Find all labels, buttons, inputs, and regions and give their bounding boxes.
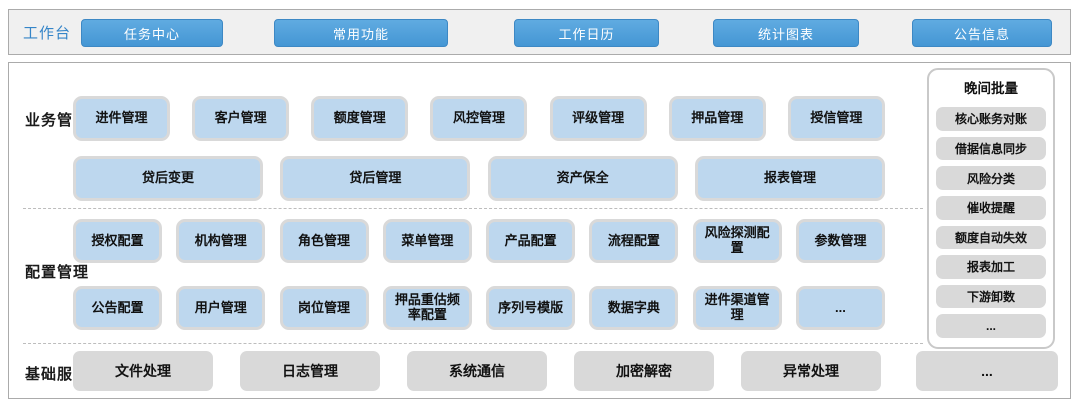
batch-job-more[interactable]: ... <box>936 314 1046 338</box>
module-button-config-more[interactable]: ... <box>795 286 885 330</box>
workbench-button-statistics-charts[interactable]: 统计图表 <box>713 19 859 47</box>
module-button-rating-mgmt[interactable]: 评级管理 <box>549 96 647 141</box>
service-button-log-mgmt[interactable]: 日志管理 <box>240 351 380 391</box>
module-button-intake-channel[interactable]: 进件渠道管理 <box>692 286 782 330</box>
module-button-workflow-config[interactable]: 流程配置 <box>589 219 679 263</box>
module-button-collateral-reval-freq[interactable]: 押品重估频率配置 <box>382 286 472 330</box>
module-button-credit-mgmt[interactable]: 授信管理 <box>787 96 885 141</box>
batch-job-core-reconciliation[interactable]: 核心账务对账 <box>936 107 1046 131</box>
batch-job-risk-classification[interactable]: 风险分类 <box>936 166 1046 190</box>
batch-job-collection-reminder[interactable]: 催收提醒 <box>936 195 1046 220</box>
batch-job-report-processing[interactable]: 报表加工 <box>936 255 1046 279</box>
business-row-2: 贷后变更 贷后管理 资产保全 报表管理 <box>73 156 885 201</box>
workbench-button-announcements[interactable]: 公告信息 <box>912 19 1052 47</box>
config-row-2: 公告配置 用户管理 岗位管理 押品重估频率配置 序列号模版 数据字典 进件渠道管… <box>73 286 885 330</box>
module-button-postloan-mgmt[interactable]: 贷后管理 <box>280 156 471 201</box>
workbench-button-work-calendar[interactable]: 工作日历 <box>514 19 659 47</box>
module-button-collateral-mgmt[interactable]: 押品管理 <box>668 96 766 141</box>
main-panel: 业务管理 配置管理 基础服务 进件管理 客户管理 额度管理 风控管理 评级管理 … <box>8 62 1071 399</box>
business-row-1: 进件管理 客户管理 额度管理 风控管理 评级管理 押品管理 授信管理 <box>73 96 885 141</box>
night-batch-title: 晚间批量 <box>964 81 1018 96</box>
section-divider-1 <box>23 208 923 209</box>
module-button-postloan-change[interactable]: 贷后变更 <box>73 156 263 201</box>
module-button-customer-mgmt[interactable]: 客户管理 <box>192 96 290 141</box>
batch-job-iou-sync[interactable]: 借据信息同步 <box>936 136 1046 161</box>
module-button-menu-mgmt[interactable]: 菜单管理 <box>382 219 472 263</box>
section-label-config: 配置管理 <box>25 263 90 281</box>
batch-job-quota-auto-expire[interactable]: 额度自动失效 <box>936 225 1046 250</box>
module-button-org-mgmt[interactable]: 机构管理 <box>176 219 266 263</box>
service-button-exception-handle[interactable]: 异常处理 <box>741 351 881 391</box>
module-button-post-mgmt[interactable]: 岗位管理 <box>279 286 369 330</box>
service-button-file-processing[interactable]: 文件处理 <box>73 351 213 391</box>
module-button-data-dictionary[interactable]: 数据字典 <box>589 286 679 330</box>
module-button-user-mgmt[interactable]: 用户管理 <box>176 286 266 330</box>
night-batch-panel: 晚间批量 核心账务对账 借据信息同步 风险分类 催收提醒 额度自动失效 报表加工… <box>927 68 1055 349</box>
module-button-param-mgmt[interactable]: 参数管理 <box>795 219 885 263</box>
module-button-risk-probe-config[interactable]: 风险探测配置 <box>692 219 782 263</box>
module-button-intake-mgmt[interactable]: 进件管理 <box>73 96 170 141</box>
workbench-bar: 工作台 任务中心 常用功能 工作日历 统计图表 公告信息 <box>8 9 1071 55</box>
section-label-base: 基础服务 <box>25 365 90 383</box>
workbench-button-common-functions[interactable]: 常用功能 <box>274 19 448 47</box>
section-label-business: 业务管理 <box>25 111 90 129</box>
module-button-report-mgmt[interactable]: 报表管理 <box>694 156 885 201</box>
service-button-more[interactable]: ... <box>916 351 1058 391</box>
module-button-auth-config[interactable]: 授权配置 <box>73 219 162 263</box>
service-button-system-comm[interactable]: 系统通信 <box>407 351 547 391</box>
module-button-product-config[interactable]: 产品配置 <box>486 219 576 263</box>
batch-job-downstream-unload[interactable]: 下游卸数 <box>936 284 1046 309</box>
module-button-asset-preserve[interactable]: 资产保全 <box>487 156 678 201</box>
workbench-label: 工作台 <box>23 24 72 42</box>
module-button-role-mgmt[interactable]: 角色管理 <box>279 219 369 263</box>
module-button-risk-ctrl-mgmt[interactable]: 风控管理 <box>430 96 528 141</box>
workbench-button-task-center[interactable]: 任务中心 <box>81 19 223 47</box>
section-divider-2 <box>23 343 923 344</box>
service-button-encrypt-decrypt[interactable]: 加密解密 <box>574 351 714 391</box>
module-button-serial-template[interactable]: 序列号模版 <box>486 286 576 330</box>
module-button-quota-mgmt[interactable]: 额度管理 <box>311 96 409 141</box>
base-services-row: 文件处理 日志管理 系统通信 加密解密 异常处理 <box>73 351 881 391</box>
module-button-announce-config[interactable]: 公告配置 <box>73 286 162 330</box>
config-row-1: 授权配置 机构管理 角色管理 菜单管理 产品配置 流程配置 风险探测配置 参数管… <box>73 219 885 263</box>
